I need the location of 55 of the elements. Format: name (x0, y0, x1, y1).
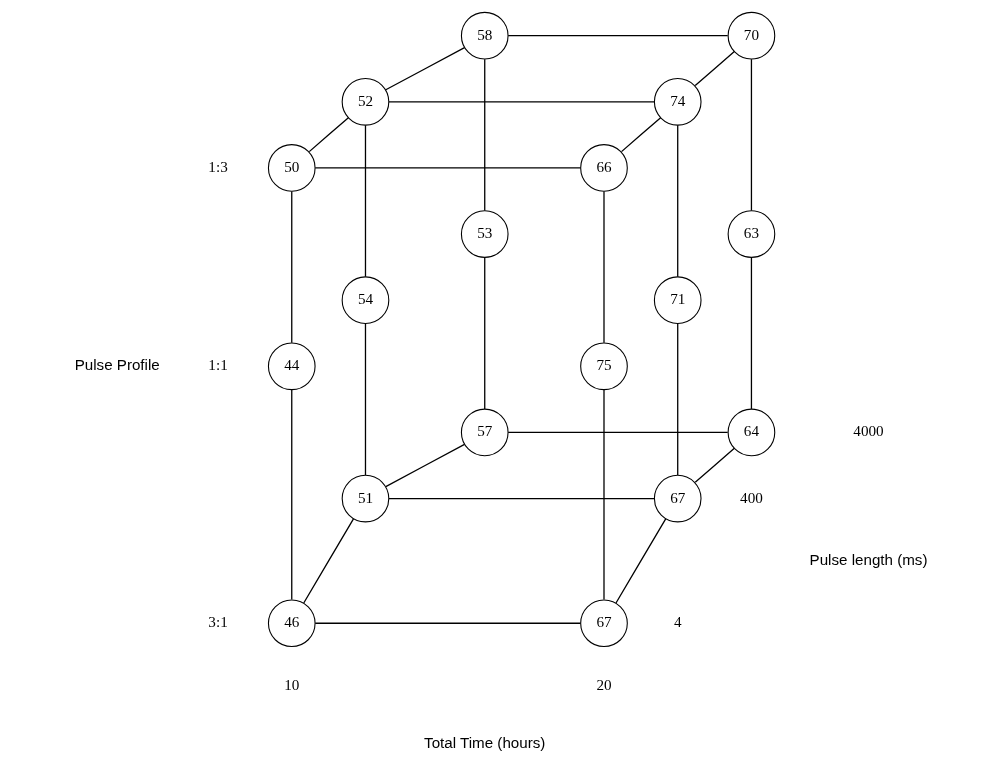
connector (676, 124, 678, 278)
connector (602, 389, 605, 601)
label: 1:3 (207, 157, 228, 175)
connector (308, 117, 349, 153)
node-circle: 67 (653, 474, 702, 523)
node-circle: 70 (727, 11, 775, 60)
connector (364, 323, 366, 476)
connector (314, 622, 581, 624)
connector (614, 518, 666, 604)
connector (387, 497, 655, 500)
connector (694, 50, 735, 87)
node-circle: 58 (460, 11, 509, 60)
label: Pulse length (ms) (809, 550, 927, 568)
connector (676, 323, 678, 476)
connector (314, 167, 581, 169)
node-circle: 52 (341, 77, 389, 126)
connector (507, 35, 728, 37)
node-circle: 51 (341, 474, 389, 523)
node-circle: 63 (727, 210, 775, 258)
label: 4 (673, 613, 682, 631)
label: 4000 (852, 422, 884, 440)
connector (694, 447, 735, 483)
connector (483, 58, 485, 212)
label: 1:1 (207, 356, 228, 374)
connector (602, 190, 605, 344)
node-circle: 44 (267, 342, 316, 391)
connector (750, 58, 752, 212)
node-circle: 46 (267, 599, 316, 648)
label: 400 (739, 488, 763, 506)
connector (384, 443, 465, 488)
connector (302, 518, 354, 604)
node-circle: 67 (579, 599, 628, 648)
label: Total Time (hours) (423, 734, 545, 752)
node-circle: 54 (341, 276, 389, 325)
connector (290, 389, 292, 601)
node-circle: 57 (460, 408, 509, 457)
connector (387, 101, 655, 103)
connector (750, 256, 752, 410)
label: 10 (283, 675, 299, 693)
node-circle: 75 (579, 342, 628, 391)
label: Pulse Profile (74, 356, 160, 374)
connector (384, 46, 465, 91)
node-circle: 50 (267, 144, 316, 192)
connector (620, 117, 661, 153)
connector (290, 190, 292, 344)
label: 20 (595, 675, 612, 693)
connector (364, 124, 366, 278)
connector (507, 431, 728, 434)
node-circle: 64 (727, 408, 775, 457)
label: 3:1 (207, 613, 228, 631)
node-circle: 74 (653, 77, 702, 126)
node-circle: 53 (460, 210, 509, 258)
connector (483, 256, 485, 410)
node-circle: 71 (653, 276, 702, 325)
node-circle: 66 (579, 144, 628, 192)
